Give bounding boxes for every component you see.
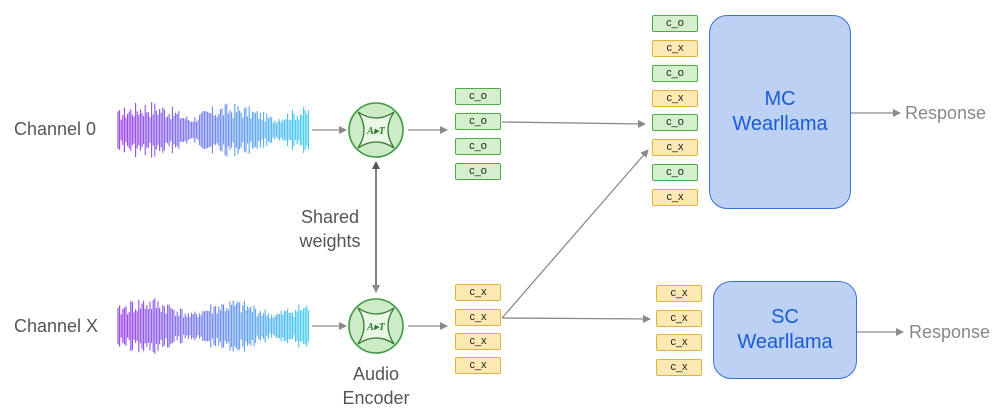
sc-token-c-x: c_x xyxy=(656,334,702,351)
mc-token-c-x: c_x xyxy=(652,139,698,156)
mc-token-c-o: c_o xyxy=(652,15,698,32)
token-c-o: c_o xyxy=(455,163,501,180)
token-c-x: c_x xyxy=(455,357,501,374)
audio-to-token-icon: A▸T xyxy=(366,322,386,333)
mc-model-line-2: Wearllama xyxy=(732,113,828,135)
mc-token-c-o: c_o xyxy=(652,114,698,131)
mc-token-c-x: c_x xyxy=(652,90,698,107)
token-c-x: c_x xyxy=(455,333,501,350)
audio-encoder-label: Audio Encoder xyxy=(326,362,426,410)
token-c-o: c_o xyxy=(455,113,501,130)
arrow-cx-to-mc xyxy=(501,149,649,319)
waveform-channel-0 xyxy=(117,102,309,158)
sc-token-c-x: c_x xyxy=(656,285,702,302)
arrow-c0-to-mc xyxy=(501,119,646,128)
shared-weights-line-1: Shared xyxy=(300,207,360,227)
sc-token-c-x: c_x xyxy=(656,359,702,376)
audio-encoder-channel-x: A▸T xyxy=(348,298,404,354)
channel-0-label: Channel 0 xyxy=(14,119,97,139)
audio-encoder-channel-0: A▸T xyxy=(348,102,404,158)
sc-token-c-x: c_x xyxy=(656,310,702,327)
sc-wearllama-block: SC Wearllama xyxy=(713,281,857,379)
mc-token-c-o: c_o xyxy=(652,164,698,181)
token-c-o: c_o xyxy=(455,88,501,105)
arrow-cx-to-sc xyxy=(501,314,651,323)
audio-encoder-line-2: Encoder xyxy=(342,388,410,408)
token-c-x: c_x xyxy=(455,284,501,301)
shared-weights-label: Shared weights xyxy=(288,205,372,253)
waveform-channel-x xyxy=(117,298,309,354)
sc-model-line-2: Wearllama xyxy=(737,331,833,353)
audio-encoder-line-1: Audio xyxy=(352,364,400,384)
token-c-o: c_o xyxy=(455,138,501,155)
mc-response-label: Response xyxy=(905,103,987,123)
mc-token-c-x: c_x xyxy=(652,40,698,57)
mc-model-line-1: MC xyxy=(764,88,796,110)
mc-token-c-x: c_x xyxy=(652,189,698,206)
sc-response-label: Response xyxy=(909,322,991,342)
mc-token-c-o: c_o xyxy=(652,65,698,82)
audio-to-token-icon: A▸T xyxy=(366,126,386,137)
shared-weights-line-2: weights xyxy=(299,231,361,251)
token-c-x: c_x xyxy=(455,309,501,326)
channel-x-label: Channel X xyxy=(14,316,99,336)
sc-model-line-1: SC xyxy=(771,306,799,328)
mc-wearllama-block: MC Wearllama xyxy=(709,15,851,209)
